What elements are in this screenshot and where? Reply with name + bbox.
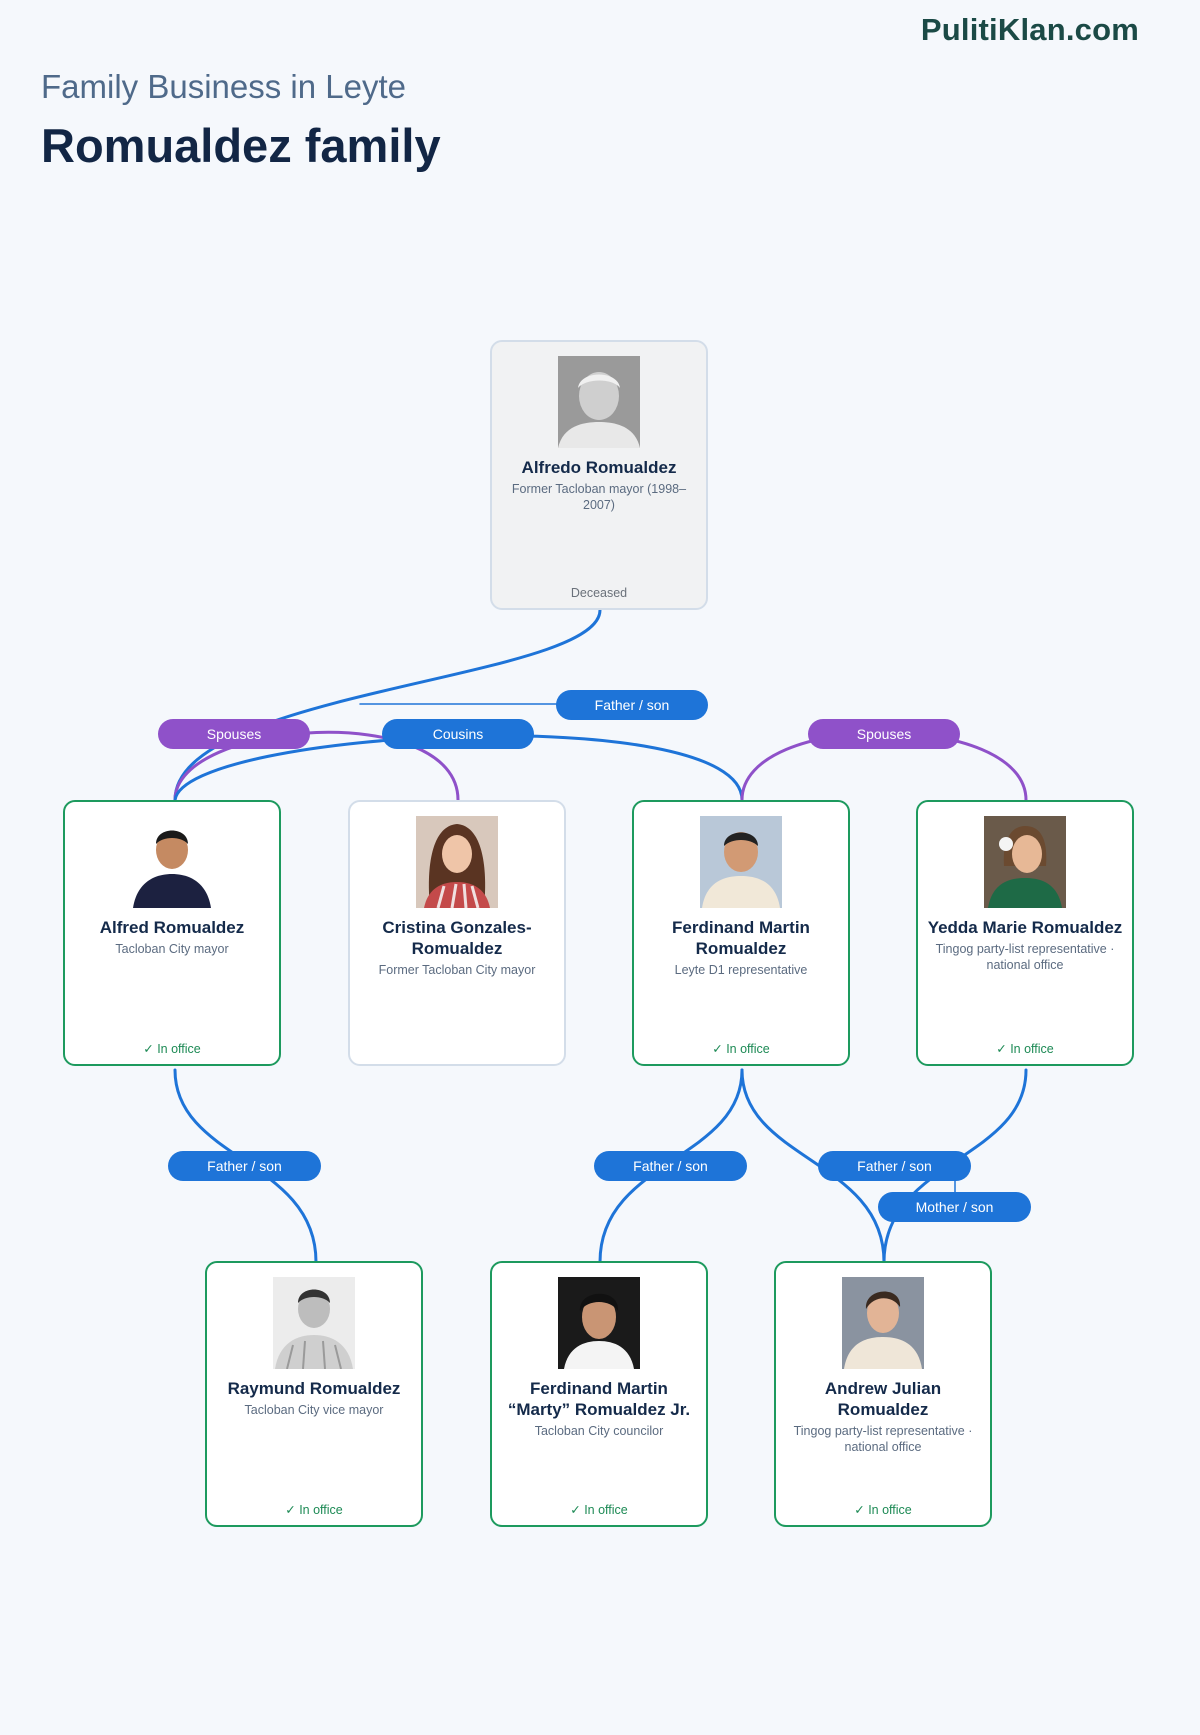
person-name: Raymund Romualdez	[227, 1379, 401, 1398]
person-card-alfred[interactable]: Alfred Romualdez Tacloban City mayor ✓ I…	[63, 800, 281, 1066]
portrait-raymund	[273, 1277, 355, 1369]
person-role: Former Tacloban mayor (1998–2007)	[511, 482, 687, 512]
person-name: Alfred Romualdez	[99, 918, 245, 937]
person-card-alfredo[interactable]: Alfredo Romualdez Former Tacloban mayor …	[490, 340, 708, 610]
person-card-yedda[interactable]: Yedda Marie Romualdez Tingog party-list …	[916, 800, 1134, 1066]
person-card-raymund[interactable]: Raymund Romualdez Tacloban City vice may…	[205, 1261, 423, 1527]
person-role: Tacloban City vice mayor	[244, 1403, 384, 1417]
person-status: ✓ In office	[854, 1503, 912, 1517]
person-status: Deceased	[570, 586, 628, 600]
person-name: Alfredo Romualdez	[521, 458, 677, 477]
relation-pill-alfred-cristina: Spouses	[158, 719, 310, 749]
relation-pill-ferdinand-yedda: Spouses	[808, 719, 960, 749]
person-role: Former Tacloban City mayor	[378, 963, 536, 977]
portrait-yedda	[984, 816, 1066, 908]
portrait-cristina	[416, 816, 498, 908]
person-role: Tacloban City mayor	[115, 942, 229, 956]
portrait-photo-icon	[984, 816, 1066, 908]
relation-pill-alfredo-ferdinand: Father / son	[556, 690, 708, 720]
relation-pill-alfred-raymund: Father / son	[168, 1151, 321, 1181]
relation-pill-alfred-ferdinand: Cousins	[382, 719, 534, 749]
portrait-marty	[558, 1277, 640, 1369]
portrait-photo-icon	[273, 1277, 355, 1369]
portrait-photo-icon	[558, 1277, 640, 1369]
portrait-alfred	[131, 816, 213, 908]
portrait-andrew	[842, 1277, 924, 1369]
page-title: Romualdez family	[41, 119, 441, 172]
person-name: Ferdinand Martin Romualdez	[672, 918, 810, 958]
person-status: ✓ In office	[570, 1503, 628, 1517]
link-alfredo-alfred	[173, 608, 602, 802]
portrait-ferdinand	[700, 816, 782, 908]
portrait-photo-icon	[558, 356, 640, 448]
person-status: ✓ In office	[285, 1503, 343, 1517]
person-status: ✓ In office	[712, 1042, 770, 1056]
portrait-photo-icon	[131, 816, 213, 908]
person-status: ✓ In office	[996, 1042, 1054, 1056]
link-alfred-cristina	[173, 730, 460, 802]
portrait-photo-icon	[700, 816, 782, 908]
page-subtitle: Family Business in Leyte	[41, 68, 406, 105]
person-card-ferdinand[interactable]: Ferdinand Martin Romualdez Leyte D1 repr…	[632, 800, 850, 1066]
person-card-marty[interactable]: Ferdinand Martin “Marty” Romualdez Jr. T…	[490, 1261, 708, 1527]
person-role: Tacloban City councilor	[534, 1424, 664, 1438]
person-role: Leyte D1 representative	[674, 963, 808, 977]
person-role: Tingog party-list representative · natio…	[935, 942, 1115, 972]
relation-pill-ferdinand-marty: Father / son	[594, 1151, 747, 1181]
person-status: ✓ In office	[143, 1042, 201, 1056]
relation-pill-yedda-andrew: Mother / son	[878, 1192, 1031, 1222]
person-name: Cristina Gonzales-Romualdez	[382, 918, 532, 958]
person-card-andrew[interactable]: Andrew Julian Romualdez Tingog party-lis…	[774, 1261, 992, 1527]
person-card-cristina[interactable]: Cristina Gonzales-Romualdez Former Taclo…	[348, 800, 566, 1066]
person-name: Yedda Marie Romualdez	[927, 918, 1123, 937]
site-brand: PulitiKlan.com	[920, 12, 1139, 47]
link-ferdinand-andrew	[740, 1068, 886, 1264]
person-name: Ferdinand Martin “Marty” Romualdez Jr.	[507, 1379, 691, 1419]
portrait-photo-icon	[416, 816, 498, 908]
person-name: Andrew Julian Romualdez	[824, 1379, 942, 1419]
person-role: Tingog party-list representative · natio…	[793, 1424, 973, 1454]
portrait-alfredo	[558, 356, 640, 448]
portrait-photo-icon	[842, 1277, 924, 1369]
relation-pill-ferdinand-andrew: Father / son	[818, 1151, 971, 1181]
